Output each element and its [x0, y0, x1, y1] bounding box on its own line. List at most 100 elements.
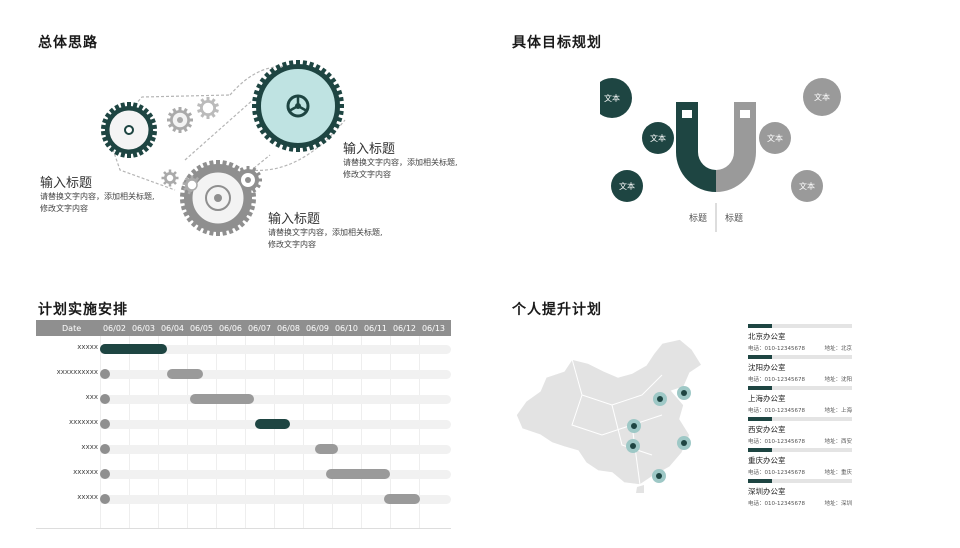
magnet-label-right: 标题	[725, 212, 743, 224]
circle-label: 文本	[604, 93, 620, 103]
gantt-row: xxxxx	[36, 486, 451, 511]
gantt-day-header: 06/13	[421, 323, 446, 333]
gear-block-desc: 请替换文字内容，添加相关标题,	[40, 192, 155, 201]
office-phone: 电话：010-12345678	[748, 470, 805, 476]
text-circle	[759, 122, 791, 154]
gantt-track	[100, 495, 451, 504]
gantt-day-header: 06/05	[189, 323, 214, 333]
gantt-track	[100, 345, 451, 354]
gantt-day-header: 06/09	[305, 323, 330, 333]
magnet-right-half	[716, 102, 756, 192]
office-card: 深圳办公室电话：010-12345678 地址：深圳	[748, 479, 852, 507]
gantt-row-label: xxxxxxx	[69, 418, 98, 426]
office-address: 地址：上海	[824, 408, 852, 414]
gantt-day-header: 06/06	[218, 323, 243, 333]
gantt-grid-line	[245, 336, 246, 528]
office-bar	[748, 355, 852, 359]
gantt-day-header: 06/08	[276, 323, 301, 333]
gantt-grid-line	[187, 336, 188, 528]
office-address: 地址：沈阳	[824, 377, 852, 383]
gantt-row: xxxx	[36, 436, 451, 461]
office-address: 地址：重庆	[824, 470, 852, 476]
gantt-track	[100, 445, 451, 454]
circle-label: 文本	[767, 133, 783, 143]
section-title-plan: 计划实施安排	[38, 302, 128, 318]
gantt-grid-line	[129, 336, 130, 528]
gear-block-desc: 修改文字内容	[268, 240, 316, 249]
office-bar	[748, 448, 852, 452]
gantt-row-label: xxxxxx	[73, 468, 98, 476]
office-phone: 电话：010-12345678	[748, 377, 805, 383]
office-phone: 电话：010-12345678	[748, 439, 805, 445]
gantt-row-dot	[100, 469, 110, 479]
gantt-row-dot	[100, 444, 110, 454]
gantt-row-dot	[100, 369, 110, 379]
gantt-row-dot	[100, 394, 110, 404]
gantt-bar	[384, 494, 421, 504]
gantt-header: Date 06/02 06/03 06/04 06/05 06/06 06/07 06/08…	[36, 320, 451, 336]
circle-label: 文本	[799, 181, 815, 191]
gantt-bar	[100, 344, 167, 354]
section-title-personal: 个人提升计划	[512, 302, 602, 318]
gantt-bar	[326, 469, 390, 479]
office-phone: 电话：010-12345678	[748, 408, 805, 414]
office-address: 地址：深圳	[824, 501, 852, 507]
gantt-grid-line	[158, 336, 159, 528]
text-circle	[803, 78, 841, 116]
gantt-day-header: 06/02	[102, 323, 127, 333]
gantt-day-header: 06/04	[160, 323, 185, 333]
magnet-diagram: 文本 文本 文本 文本 文本 文本 标题 标题	[600, 78, 841, 232]
text-circle	[600, 78, 632, 118]
gear-block-title: 输入标题	[343, 142, 396, 157]
gantt-day-header: 06/07	[247, 323, 272, 333]
office-markers	[626, 386, 691, 483]
office-bar	[748, 479, 852, 483]
office-phone: 电话：010-12345678	[748, 346, 805, 352]
gantt-days: 06/02 06/03 06/04 06/05 06/06 06/07 06/08 06/09…	[100, 324, 448, 333]
gantt-day-header: 06/12	[392, 323, 417, 333]
gantt-grid-line	[332, 336, 333, 528]
gantt-day-header: 06/10	[334, 323, 359, 333]
gears-illustration	[100, 60, 346, 236]
office-bar	[748, 417, 852, 421]
gantt-grid-line	[390, 336, 391, 528]
gear-block-title: 输入标题	[268, 212, 321, 227]
magnet-left-half	[676, 102, 716, 192]
office-phone: 电话：010-12345678	[748, 501, 805, 507]
text-circle	[611, 170, 643, 202]
gear-block-desc: 修改文字内容	[40, 204, 88, 213]
office-name: 上海办公室	[748, 394, 786, 403]
magnet-label-left: 标题	[689, 212, 707, 224]
gear-block-title: 输入标题	[40, 176, 93, 191]
gantt-grid-line	[100, 336, 101, 528]
office-address: 地址：西安	[824, 439, 852, 445]
gantt-row: xxxxxxxxxx	[36, 361, 451, 386]
text-circle	[791, 170, 823, 202]
gantt-bar	[189, 394, 254, 404]
office-bar	[748, 386, 852, 390]
gear-block-desc: 请替换文字内容，添加相关标题,	[343, 158, 458, 167]
gantt-grid-line	[419, 336, 420, 528]
gantt-track	[100, 395, 451, 404]
gantt-track	[100, 470, 451, 479]
gantt-bar	[255, 419, 290, 429]
gantt-row-label: xxxxx	[77, 343, 98, 351]
text-circle	[642, 122, 674, 154]
gantt-day-header: 06/03	[131, 323, 156, 333]
gantt-chart: Date 06/02 06/03 06/04 06/05 06/06 06/07 06/08…	[36, 320, 451, 529]
office-address: 地址：北京	[824, 346, 852, 352]
map-land	[515, 338, 704, 486]
gantt-date-header: Date	[62, 323, 82, 333]
office-name: 深圳办公室	[748, 487, 786, 496]
office-bar	[748, 324, 852, 328]
gantt-row: xxxxxxx	[36, 411, 451, 436]
gear-block-desc: 修改文字内容	[343, 170, 391, 179]
gear-text-block-2: 输入标题 请替换文字内容，添加相关标题, 修改文字内容	[343, 138, 458, 181]
gantt-row-dot	[100, 494, 110, 504]
gantt-row-dot	[100, 419, 110, 429]
